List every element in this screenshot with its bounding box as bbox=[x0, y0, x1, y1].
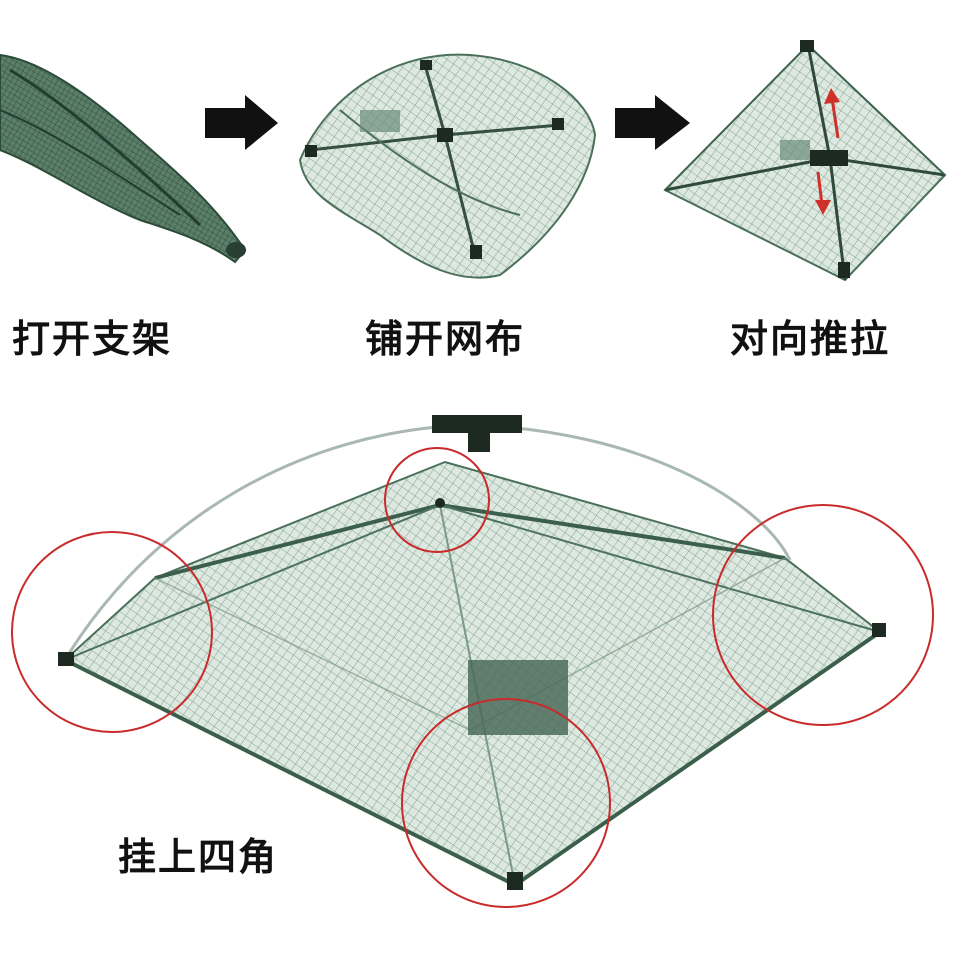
hung-net bbox=[58, 415, 886, 890]
highlight-circle-right bbox=[712, 504, 934, 726]
highlight-circles bbox=[11, 447, 934, 908]
spread-net bbox=[298, 53, 597, 279]
step-label-push-pull: 对向推拉 bbox=[730, 317, 891, 361]
step-label-open-frame: 打开支架 bbox=[12, 317, 173, 361]
right-arrow-icon bbox=[615, 95, 690, 150]
folded-net-bundle bbox=[0, 53, 247, 264]
push-pull-net bbox=[663, 40, 947, 282]
step-label-spread-net: 铺开网布 bbox=[365, 317, 526, 361]
right-arrow-icon bbox=[205, 95, 278, 150]
up-arrow-icon bbox=[824, 88, 840, 139]
step-label-hang-corners: 挂上四角 bbox=[118, 835, 279, 879]
highlight-circle-top bbox=[384, 447, 490, 553]
highlight-circle-left bbox=[11, 531, 213, 733]
down-arrow-icon bbox=[815, 171, 831, 215]
highlight-circle-bottom bbox=[401, 698, 611, 908]
